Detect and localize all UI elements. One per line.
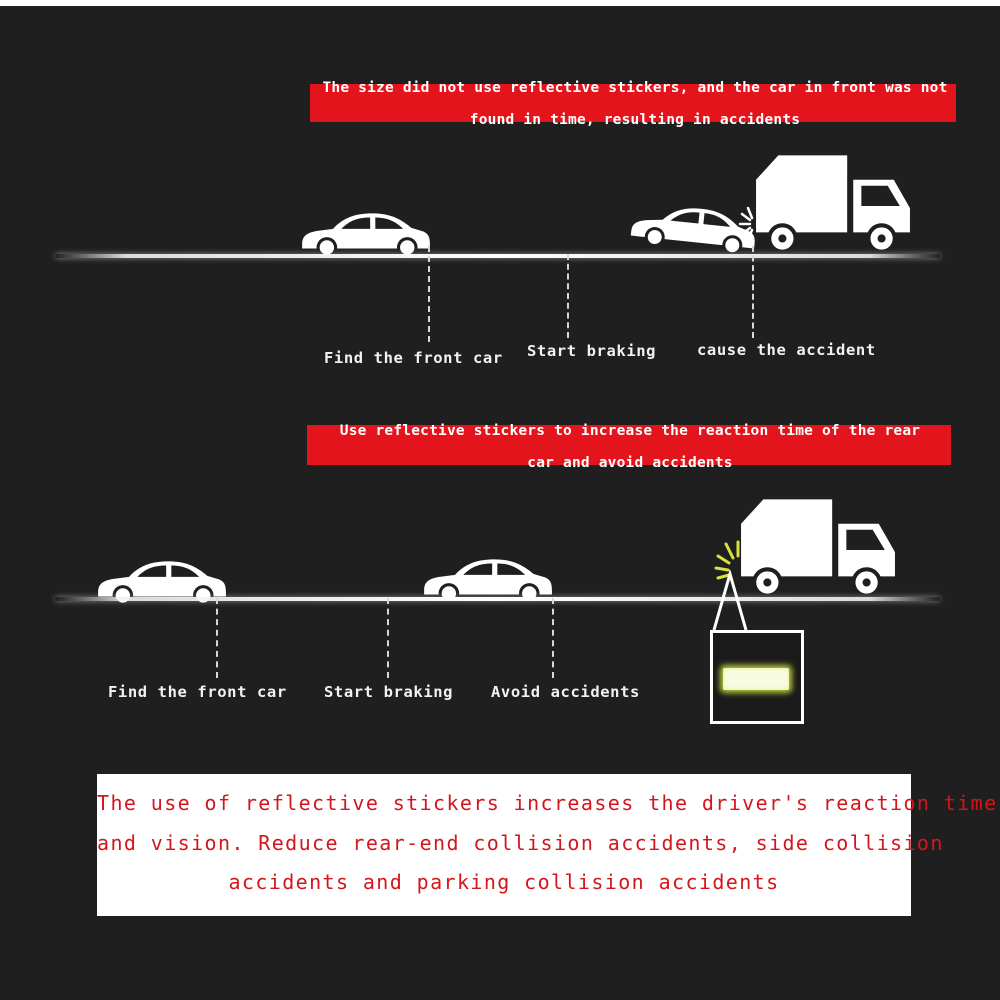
truck-icon xyxy=(737,492,899,600)
marker-start-braking xyxy=(567,254,569,338)
conclusion-line-1: The use of reflective stickers increases… xyxy=(97,791,998,815)
road-line xyxy=(55,597,940,601)
conclusion-line-3: accidents and parking collision accident… xyxy=(228,870,780,894)
car-icon xyxy=(298,208,432,258)
banner-line-2: car and avoid accidents xyxy=(527,455,733,471)
conclusion-box: The use of reflective stickers increases… xyxy=(97,774,998,916)
marker-start-braking xyxy=(387,598,389,678)
light-rays-icon xyxy=(714,540,740,580)
truck-icon xyxy=(752,148,914,256)
conclusion-line-2: and vision. Reduce rear-end collision ac… xyxy=(97,831,944,855)
step-label-start-braking: Start braking xyxy=(527,342,657,360)
step-label-find-front-car: Find the front car xyxy=(324,349,503,367)
step-label-start-braking: Start braking xyxy=(324,683,454,701)
marker-cause-accident xyxy=(752,246,754,338)
collision-burst-icon xyxy=(738,206,754,242)
reflective-sticker-callout xyxy=(710,630,804,724)
banner-line-1: The size did not use reflective stickers… xyxy=(322,80,948,96)
top-border xyxy=(0,0,1000,6)
banner-without-stickers: The size did not use reflective stickers… xyxy=(305,72,965,136)
marker-avoid-accidents xyxy=(552,598,554,678)
road-line xyxy=(55,254,940,258)
marker-find-front-car xyxy=(216,598,218,678)
step-label-cause-accident: cause the accident xyxy=(697,341,876,359)
callout-pointer xyxy=(712,570,748,631)
reflective-sticker-icon xyxy=(723,668,789,690)
banner-line-1: Use reflective stickers to increase the … xyxy=(339,423,921,439)
step-label-find-front-car: Find the front car xyxy=(108,683,287,701)
step-label-avoid-accidents: Avoid accidents xyxy=(491,683,640,701)
banner-with-stickers: Use reflective stickers to increase the … xyxy=(300,415,960,479)
marker-find-front-car xyxy=(428,246,430,342)
banner-line-2: found in time, resulting in accidents xyxy=(469,112,801,128)
